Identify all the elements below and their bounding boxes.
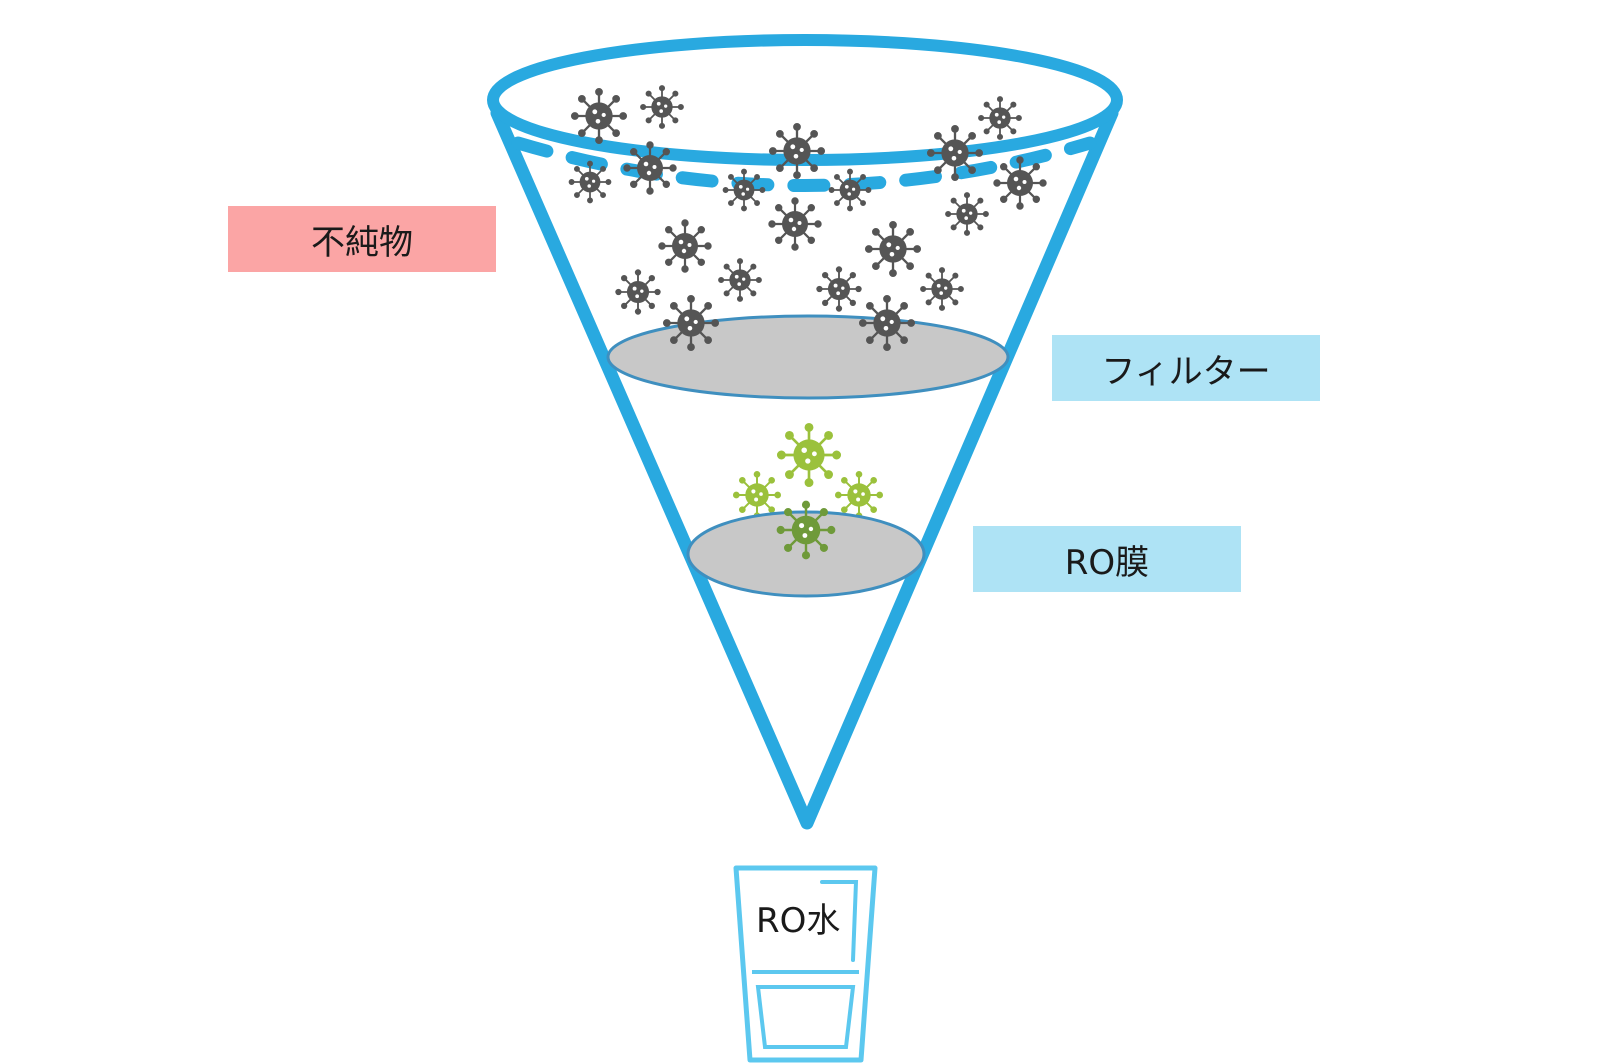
virus-particle-icon	[993, 156, 1047, 210]
water-level-line	[511, 136, 1097, 192]
virus-particle-icon	[718, 258, 762, 302]
virus-particle-icon	[722, 168, 766, 212]
virus-particle-icon	[623, 141, 677, 195]
virus-particle-icon	[945, 192, 989, 236]
virus-particle-icon	[920, 267, 964, 311]
virus-particle-icon	[768, 122, 826, 180]
virus-particle-icon	[768, 197, 822, 251]
virus-particle-icon	[732, 470, 782, 520]
ro-water-glass	[733, 865, 878, 1063]
virus-particle-icon	[640, 85, 684, 129]
impurities-label-box	[228, 206, 496, 272]
filter-label: フィルター	[1101, 351, 1271, 392]
ro-membrane-label-box	[973, 526, 1241, 592]
virus-particle-icon	[776, 500, 836, 560]
impurity-particles	[568, 85, 1047, 315]
impurities-label: 不純物	[311, 222, 413, 263]
virus-particle-icon	[834, 470, 884, 520]
virus-particle-icon	[568, 160, 612, 204]
virus-particle-icon	[828, 168, 872, 212]
virus-particle-icon	[658, 219, 712, 273]
virus-particle-icon	[978, 96, 1022, 140]
virus-particle-icon	[662, 294, 720, 352]
virus-particle-icon	[615, 269, 661, 315]
virus-particle-icon	[926, 124, 984, 182]
virus-particle-icon	[858, 294, 916, 352]
virus-particle-icon	[776, 422, 842, 488]
ro-membrane-label: RO膜	[1064, 542, 1150, 583]
funnel-cone	[490, 106, 1119, 830]
ro-water-label: RO水	[756, 901, 841, 941]
virus-particle-icon	[570, 87, 628, 145]
virus-particle-icon	[864, 220, 922, 278]
filter-label-box	[1052, 335, 1320, 401]
virus-particle-icon	[816, 266, 862, 312]
filter-disc	[606, 314, 1010, 400]
